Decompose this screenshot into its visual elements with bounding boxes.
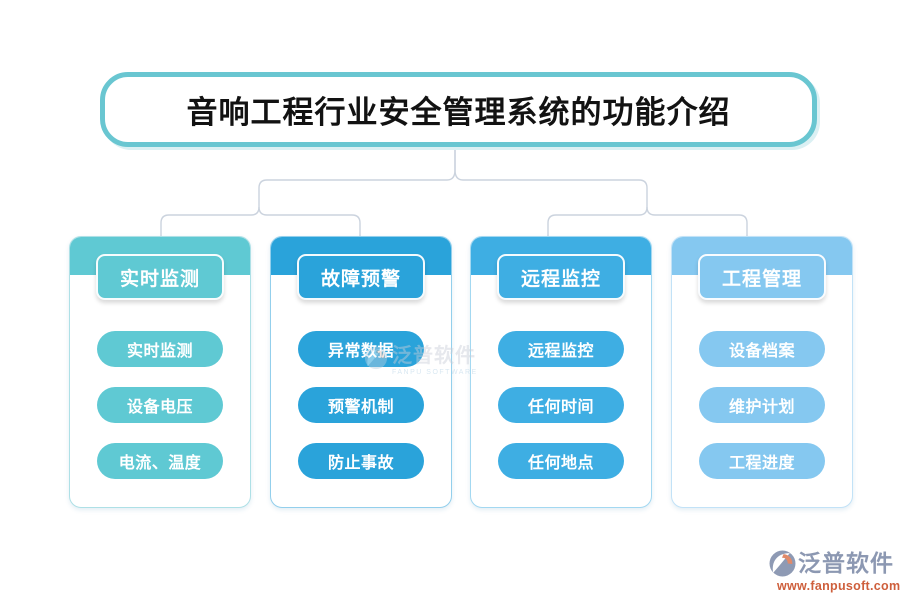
diagram-title-node: 音响工程行业安全管理系统的功能介绍 <box>100 72 817 147</box>
leaf-label: 工程进度 <box>728 455 795 472</box>
leaf-node: 任何时间 <box>498 387 624 423</box>
branch-header-label: 工程管理 <box>721 268 802 290</box>
leaf-label: 实时监测 <box>126 343 193 360</box>
leaf-node: 远程监控 <box>498 331 624 367</box>
leaf-node: 任何地点 <box>498 443 624 479</box>
leaf-node: 实时监测 <box>97 331 223 367</box>
leaf-node: 设备档案 <box>699 331 825 367</box>
branch-header-fault-warning: 故障预警 <box>297 254 425 300</box>
branch-header-label: 远程监控 <box>520 268 601 290</box>
leaf-label: 任何时间 <box>527 399 594 416</box>
leaf-node: 工程进度 <box>699 443 825 479</box>
branch-card-realtime-monitoring: 实时监测 实时监测 设备电压 电流、温度 <box>69 236 251 508</box>
branch-header-realtime-monitoring: 实时监测 <box>96 254 224 300</box>
branch-header-label: 实时监测 <box>119 268 200 290</box>
fanpu-logo-icon <box>769 550 796 577</box>
leaf-label: 设备电压 <box>126 399 193 416</box>
leaf-label: 防止事故 <box>327 455 394 472</box>
leaf-node: 电流、温度 <box>97 443 223 479</box>
branch-header-remote-monitoring: 远程监控 <box>497 254 625 300</box>
leaf-node: 维护计划 <box>699 387 825 423</box>
branch-header-label: 故障预警 <box>320 268 401 290</box>
leaf-node: 设备电压 <box>97 387 223 423</box>
leaf-label: 设备档案 <box>728 343 795 360</box>
branch-header-project-management: 工程管理 <box>698 254 826 300</box>
leaf-node: 防止事故 <box>298 443 424 479</box>
leaf-label: 预警机制 <box>327 399 394 416</box>
leaf-label: 异常数据 <box>327 343 394 360</box>
branch-card-remote-monitoring: 远程监控 远程监控 任何时间 任何地点 <box>470 236 652 508</box>
leaf-label: 维护计划 <box>728 399 795 416</box>
leaf-node: 异常数据 <box>298 331 424 367</box>
leaf-label: 电流、温度 <box>118 455 202 472</box>
brand-name: 泛普软件 <box>798 550 894 576</box>
branch-card-project-management: 工程管理 设备档案 维护计划 工程进度 <box>671 236 853 508</box>
fanpu-logo: 泛普软件 www.fanpusoft.com <box>769 550 900 593</box>
leaf-label: 远程监控 <box>527 343 594 360</box>
brand-url: www.fanpusoft.com <box>777 579 900 593</box>
leaf-label: 任何地点 <box>527 455 594 472</box>
leaf-node: 预警机制 <box>298 387 424 423</box>
page-title: 音响工程行业安全管理系统的功能介绍 <box>186 95 731 130</box>
branch-card-fault-warning: 故障预警 异常数据 预警机制 防止事故 <box>270 236 452 508</box>
